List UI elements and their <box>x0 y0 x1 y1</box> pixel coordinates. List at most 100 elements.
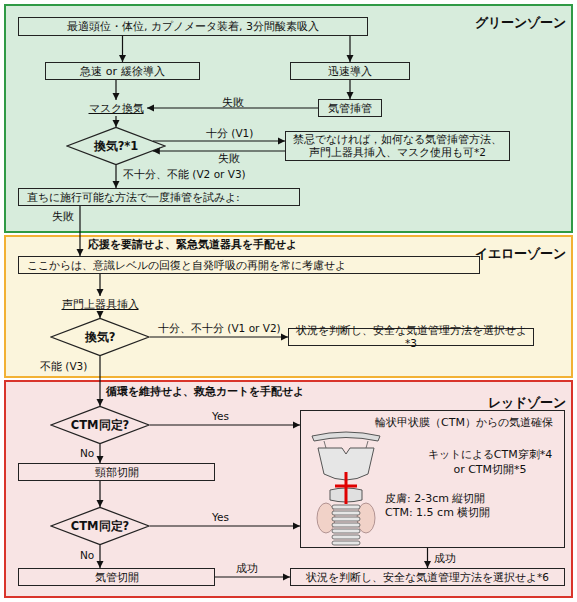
connector <box>113 80 120 100</box>
tracheal-ring <box>332 541 360 545</box>
connector <box>113 165 120 188</box>
process-box: 頸部切開 <box>18 463 215 481</box>
arrow-head <box>113 93 120 100</box>
incision-mark <box>335 485 357 488</box>
decision-diamond: CTM同定? <box>50 406 150 444</box>
connector <box>97 311 104 318</box>
process-box: 状況を判断し、安全な気道管理方法を選択せよ*3 <box>288 328 534 346</box>
arrow-head <box>153 148 160 155</box>
arrow-head <box>97 311 104 318</box>
arrow-head <box>97 399 104 406</box>
arrow-head <box>281 334 288 341</box>
arrow-head <box>147 105 154 112</box>
connector <box>113 116 120 127</box>
connector-line <box>349 36 350 62</box>
decision-diamond: 換気?*1 <box>66 127 166 165</box>
instruction-label: 応援を要請せよ、緊急気道器具を手配せよ <box>88 237 297 252</box>
connector <box>347 80 354 99</box>
process-box: 気管挿管 <box>318 99 382 117</box>
diamond-shape <box>51 318 149 355</box>
tracheal-ring <box>332 511 360 515</box>
diamond-shape <box>51 507 149 544</box>
arrow-head <box>113 181 120 188</box>
process-box: 迅速導入 <box>290 62 410 80</box>
process-box: 急速 or 緩徐導入 <box>45 62 200 80</box>
node-text: 迅速導入 <box>328 64 372 79</box>
connector <box>424 548 431 568</box>
process-box: 直ちに施行可能な方法で一度挿管を試みよ: <box>18 188 300 206</box>
connector-line <box>150 424 300 425</box>
step-text: マスク換気 <box>85 100 147 116</box>
diamond-shape <box>67 127 165 164</box>
connector <box>97 356 104 406</box>
connector-line <box>115 116 116 127</box>
process-box: 禁忌でなければ，如何なる気管挿管方法、 声門上器具挿入、マスク使用も可*2 <box>285 131 510 161</box>
connector-line <box>153 150 285 151</box>
process-box: 気管切開 <box>18 568 215 586</box>
edge-label: Yes <box>212 410 229 422</box>
arrow-head <box>113 120 120 127</box>
connector <box>97 444 104 463</box>
arrow-head <box>119 55 126 62</box>
connector-line <box>349 80 350 99</box>
connector-line <box>122 36 123 62</box>
edge-label: 十分、不十分 (V1 or V2) <box>158 322 281 336</box>
connector <box>97 545 104 568</box>
arrow-head <box>293 422 300 429</box>
edge-label: 不能 (V3) <box>40 360 87 374</box>
edge-label: 不十分、不能 (V2 or V3) <box>123 168 246 182</box>
arrow-head <box>293 523 300 530</box>
node-text: 状況を判断し、安全な気道管理方法を選択せよ*6 <box>306 571 549 584</box>
node-text: 急速 or 緩徐導入 <box>80 64 164 79</box>
panel-text: CTM: 1.5 cm 横切開 <box>385 505 525 520</box>
panel-text: 皮膚: 2-3cm 縦切開 <box>385 491 525 506</box>
connector <box>150 334 288 341</box>
arrow-head <box>424 561 431 568</box>
connector-line <box>153 140 285 141</box>
node-text: 換気? <box>85 330 116 345</box>
arrow-head <box>278 138 285 145</box>
zone-band: イエローゾーンここからは、意識レベルの回復と自発呼吸の再開を常に考慮せよ声門上器… <box>4 235 573 378</box>
node-text: 気管挿管 <box>328 101 372 116</box>
arrow-head <box>347 55 354 62</box>
connector-line <box>99 312 100 318</box>
edge-label: No <box>80 447 94 459</box>
tracheal-ring <box>332 523 360 527</box>
node-text: マスク換気 <box>89 101 144 116</box>
connector-line <box>150 336 288 337</box>
connector <box>119 36 126 62</box>
connector-line <box>99 274 100 296</box>
connector-line <box>150 525 300 526</box>
edge-label: 失敗 <box>52 210 74 224</box>
edge-label: 十分 (V1) <box>206 127 253 141</box>
edge-label: No <box>80 549 94 561</box>
node-text: 状況を判断し、安全な気道管理方法を選択せよ*3 <box>292 324 530 350</box>
connector <box>347 36 354 62</box>
connector <box>77 206 84 256</box>
zone-title: グリーンゾーン <box>446 14 566 32</box>
connector-line <box>215 576 290 577</box>
arrow-head <box>97 456 104 463</box>
node-text: CTM同定? <box>71 519 129 534</box>
step-text: 声門上器具挿入 <box>65 296 135 312</box>
process-box: ここからは、意識レベルの回復と自発呼吸の再開を常に考慮せよ <box>18 256 480 274</box>
process-box: 状況を判断し、安全な気道管理方法を選択せよ*6 <box>290 568 565 586</box>
node-text: CTM同定? <box>71 418 129 433</box>
larynx-illustration <box>304 426 388 546</box>
connector <box>97 274 104 296</box>
instruction-label: 循環を維持せよ、救急カートを手配せよ <box>106 384 304 399</box>
node-text: 禁忌でなければ，如何なる気管挿管方法、 声門上器具挿入、マスク使用も可*2 <box>289 133 506 159</box>
arrow-head <box>97 289 104 296</box>
panel-text: キットによるCTM穿刺*4 or CTM切開*5 <box>427 447 553 477</box>
tracheal-ring <box>332 535 360 539</box>
tracheal-ring <box>332 505 360 509</box>
connector-line <box>99 356 100 406</box>
connector-line <box>99 545 100 568</box>
connector <box>150 422 300 429</box>
arrow-head <box>77 249 84 256</box>
tracheal-ring <box>332 517 360 521</box>
node-text: 声門上器具挿入 <box>62 297 139 312</box>
arrow-head <box>283 574 290 581</box>
node-text: 気管切開 <box>95 570 139 585</box>
